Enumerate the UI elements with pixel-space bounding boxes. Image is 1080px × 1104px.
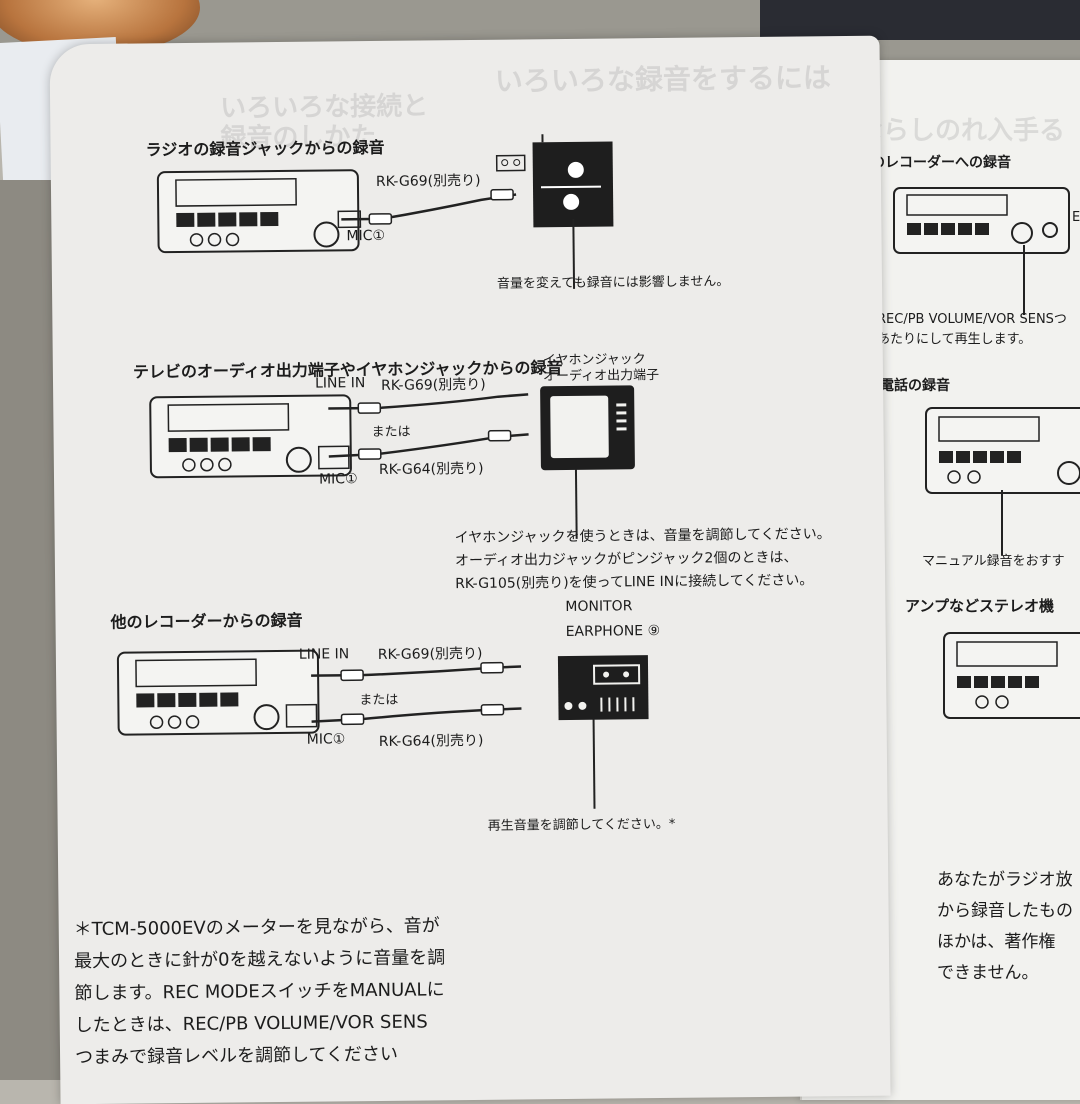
footnote-line: 最大のときに針が0を越えないように音量を調 <box>74 942 445 978</box>
right-section3-title: アンプなどステレオ機 <box>905 595 1054 616</box>
section2-note3: RK-G105(別売り)を使ってLINE INに接続してください。 <box>455 569 813 593</box>
section3-monitor: MONITOR <box>565 598 632 615</box>
recorder-icon <box>892 185 1080 260</box>
section1-cable-label: RK-G69(別売り) <box>376 170 481 191</box>
background-keyboard <box>760 0 1080 40</box>
recorder-icon <box>924 405 1080 500</box>
footnote-line: 節します。REC MODEスイッチをMANUALに <box>74 974 445 1010</box>
right-bottom-line: できません。 <box>937 958 1073 989</box>
section1-mic-label: MIC① <box>346 228 385 244</box>
section3-note: 再生音量を調節してください。* <box>488 813 676 834</box>
section2-cable2: RK-G64(別売り) <box>379 458 484 479</box>
radio-icon <box>530 133 616 229</box>
right-bottom-text: あなたがラジオ放 から録音したもの ほかは、著作権 できません。 <box>937 865 1073 989</box>
right-manual-note: マニュアル録音をおすす <box>922 550 1065 569</box>
pointer-line <box>592 719 597 809</box>
section1-note: 音量を変えても録音には影響しません。 <box>497 270 729 291</box>
section3-title: 他のレコーダーからの録音 <box>110 607 302 633</box>
section3-line-in: LINE IN <box>299 646 349 663</box>
tv-icon <box>538 383 639 474</box>
left-page: いろいろな録音をするには いろいろな接続と 録音のしかた ラジオの録音ジャックか… <box>49 36 890 1104</box>
recorder-front-icon <box>556 653 652 724</box>
right-bottom-line: から録音したもの <box>937 896 1073 927</box>
section3-earphone: EARPHONE ⑨ <box>566 623 661 640</box>
section3-or: または <box>359 689 398 708</box>
footnote: ＊TCM-5000EVのメーターを見ながら、音が 最大のときに針が0を越えないよ… <box>74 910 447 1074</box>
section2-note2: オーディオ出力ジャックがピンジャック2個のときは、 <box>455 547 798 571</box>
faint-header-top: いろいろな録音をするには <box>495 56 831 100</box>
section2-jack-label2: オーディオ出力端子 <box>543 364 659 384</box>
right-bottom-line: あなたがラジオ放 <box>937 865 1073 896</box>
section3-mic: MIC① <box>307 731 346 747</box>
right-bottom-line: ほかは、著作権 <box>937 927 1073 958</box>
section3-cable1: RK-G69(別売り) <box>378 643 483 664</box>
section2-note1: イヤホンジャックを使うときは、音量を調節してください。 <box>455 523 831 547</box>
section2-mic: MIC① <box>319 471 358 487</box>
right-faint-header: ならしのれ入手る <box>857 110 1065 147</box>
footnote-line: ＊TCM-5000EVのメーターを見ながら、音が <box>74 910 445 946</box>
section2-line-in: LINE IN <box>315 375 365 392</box>
footnote-line: したときは、REC/PB VOLUME/VOR SENS <box>75 1006 446 1042</box>
section2-cable1: RK-G69(別売り) <box>381 374 486 395</box>
recorder-icon <box>942 630 1080 725</box>
right-ea-label: EA <box>1072 210 1080 225</box>
pointer-line <box>1022 245 1026 315</box>
right-knob-note2: あたりにして再生します。 <box>877 328 1031 347</box>
right-section2-title: 電話の録音 <box>880 375 950 395</box>
pointer-line <box>1000 490 1004 555</box>
right-knob-note1: REC/PB VOLUME/VOR SENSつ <box>877 308 1067 327</box>
section2-or: または <box>371 421 410 440</box>
cable-icon <box>311 661 532 738</box>
section1-title: ラジオの録音ジャックからの録音 <box>145 134 384 161</box>
footnote-line: つまみで録音レベルを調節してください <box>75 1038 446 1074</box>
section3-cable2: RK-G64(別売り) <box>379 730 484 751</box>
